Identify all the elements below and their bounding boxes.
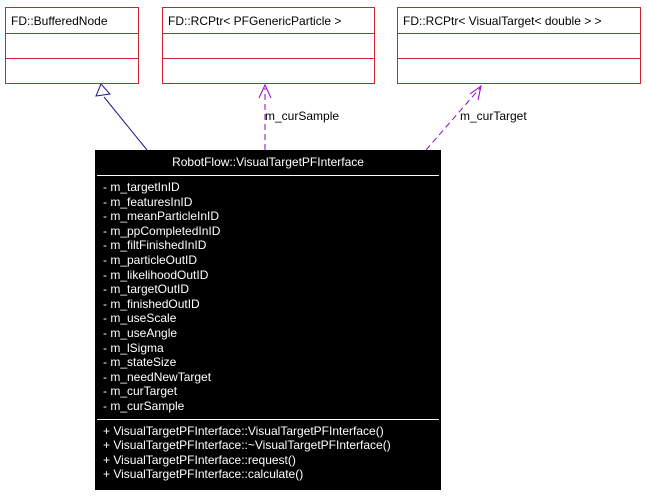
edge-label-cur-sample: m_curSample [265, 109, 340, 123]
attribute-item: - m_likelihoodOutID [103, 267, 209, 282]
attribute-item: - m_curSample [103, 398, 185, 413]
method-item: + VisualTargetPFInterface::calculate() [103, 467, 304, 482]
attribute-item: - m_useAngle [103, 325, 178, 340]
divider [97, 418, 439, 420]
attribute-item: - m_featuresInID [103, 194, 193, 209]
attribute-item: - m_particleOutID [103, 252, 198, 267]
attribute-item: - m_useScale [103, 311, 177, 326]
class-name: FD::RCPtr< PFGenericParticle > [163, 8, 374, 34]
method-item: + VisualTargetPFInterface::request() [103, 452, 296, 467]
attribute-item: - m_lSigma [103, 340, 164, 355]
inheritance-arrowhead [95, 83, 111, 97]
attribute-item: - m_ppCompletedInID [103, 223, 221, 238]
class-name: FD::BufferedNode [6, 8, 138, 34]
methods-section [163, 59, 374, 84]
class-box-rcptr-particle[interactable]: FD::RCPtr< PFGenericParticle > [162, 7, 375, 84]
class-box-rcptr-target[interactable]: FD::RCPtr< VisualTarget< double > > [397, 7, 641, 84]
class-box-visual-target-pf-interface[interactable]: RobotFlow::VisualTargetPFInterface - m_t… [95, 150, 441, 490]
method-item: + VisualTargetPFInterface::VisualTargetP… [103, 423, 384, 438]
class-name: FD::RCPtr< VisualTarget< double > > [398, 8, 640, 34]
edge-label-cur-target: m_curTarget [460, 109, 527, 123]
methods-list: + VisualTargetPFInterface::VisualTargetP… [95, 420, 441, 487]
cur-target-arrowhead [469, 84, 482, 101]
inheritance-edge [103, 96, 148, 151]
attributes-section [6, 34, 138, 59]
class-name: RobotFlow::VisualTargetPFInterface [172, 155, 364, 169]
attributes-section [398, 34, 640, 59]
cur-sample-arrowhead [258, 83, 272, 99]
attribute-item: - m_needNewTarget [103, 369, 212, 384]
attribute-item: - m_finishedOutID [103, 296, 200, 311]
cur-target-edge [425, 87, 481, 151]
attributes-list: - m_targetInID- m_featuresInID- m_meanPa… [95, 176, 441, 419]
divider [97, 175, 439, 176]
methods-section [398, 59, 640, 84]
attribute-item: - m_stateSize [103, 355, 177, 370]
method-item: + VisualTargetPFInterface::~VisualTarget… [103, 438, 391, 453]
attribute-item: - m_filtFinishedInID [103, 238, 207, 253]
attributes-section [163, 34, 374, 59]
attribute-item: - m_targetOutID [103, 282, 190, 297]
attribute-item: - m_targetInID [103, 180, 180, 194]
attribute-item: - m_curTarget [103, 384, 178, 399]
class-box-buffered-node[interactable]: FD::BufferedNode [5, 7, 139, 84]
attribute-item: - m_meanParticleInID [103, 209, 220, 224]
methods-section [6, 59, 138, 84]
